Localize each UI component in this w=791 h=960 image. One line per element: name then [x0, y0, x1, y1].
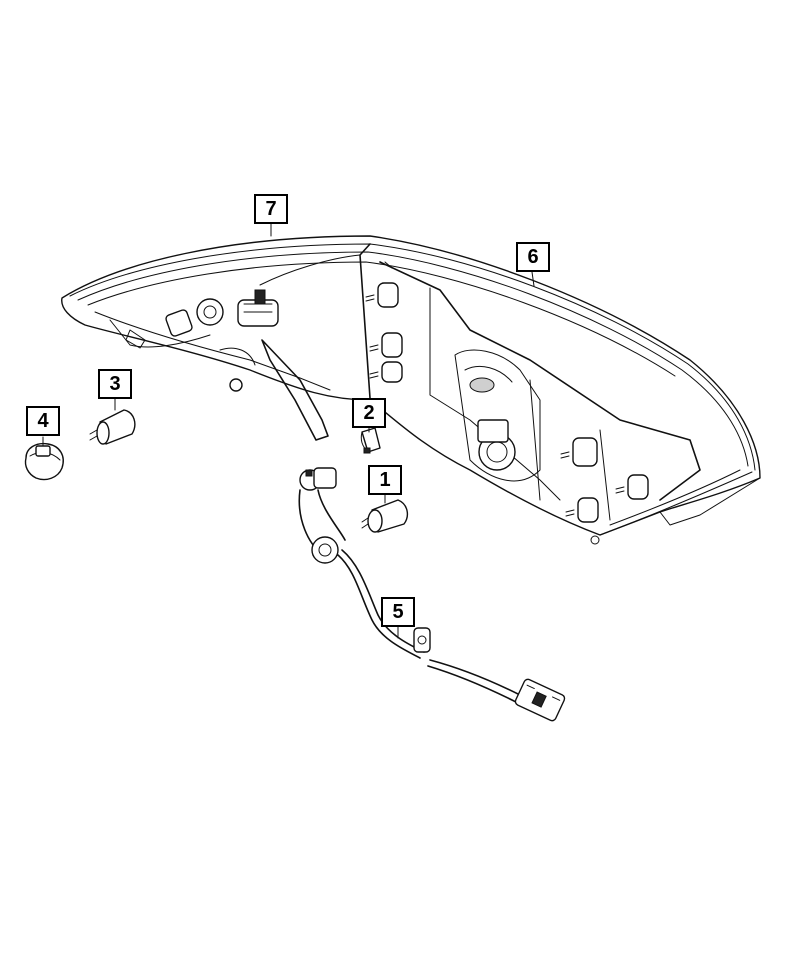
callout-6: 6	[516, 242, 550, 272]
callout-7: 7	[254, 194, 288, 224]
tail-lamp-housing	[61, 235, 761, 536]
part-4-socket	[24, 442, 64, 481]
housing-studs	[365, 261, 649, 545]
callout-1: 1	[368, 465, 402, 495]
callout-3: 3	[98, 369, 132, 399]
part-2-bulb	[360, 427, 381, 454]
housing-left-details	[125, 289, 329, 441]
callout-4: 4	[26, 406, 60, 436]
leader-lines	[42, 223, 535, 639]
part-3-bulb	[89, 409, 136, 445]
part-1-bulb	[361, 499, 409, 533]
part-5-wiring-harness	[298, 467, 566, 722]
callout-5: 5	[381, 597, 415, 627]
callout-2: 2	[352, 398, 386, 428]
